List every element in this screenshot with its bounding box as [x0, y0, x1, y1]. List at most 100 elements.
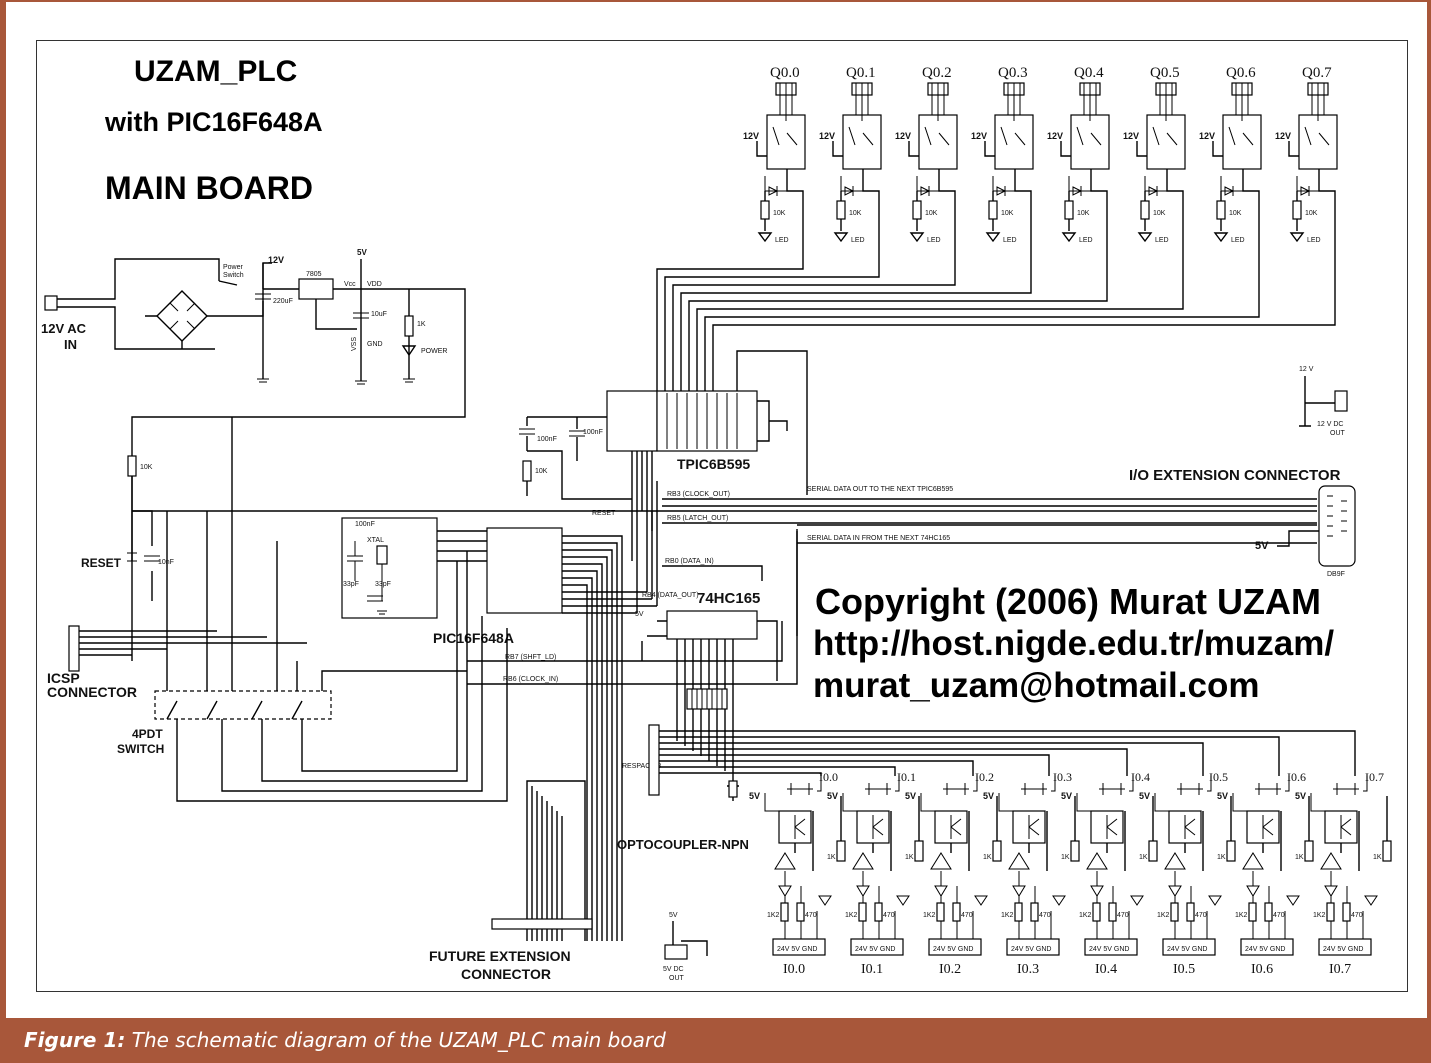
relay-12v-label: 12V [971, 131, 987, 141]
status-led [1286, 895, 1300, 906]
opto-5v-label: 5V [827, 791, 838, 801]
relay-resistor-label: 10K [1305, 210, 1318, 217]
input-zener [778, 871, 792, 897]
input-r1k2 [1014, 902, 1023, 922]
input-zener [934, 871, 948, 897]
input-top-label: I0.1 [897, 770, 916, 784]
input-terminal [1006, 938, 1060, 956]
cap33pf-2-label: 33pF [375, 581, 391, 588]
input-led-ind [774, 852, 796, 870]
input-pins-label: 24V 5V GND [1089, 946, 1129, 953]
out12-label: 12 V DC [1317, 421, 1343, 428]
hc165-chip [666, 610, 758, 640]
input-switch [920, 776, 978, 812]
relay-box [766, 114, 806, 170]
relay-drive-line [656, 261, 804, 391]
input-zener [1168, 871, 1182, 897]
icsp-connector [68, 625, 80, 672]
relay-box [1146, 114, 1186, 170]
input-terminal [1318, 938, 1372, 956]
input-r1k2 [1170, 902, 1179, 922]
pullup-label: 1K [983, 854, 992, 861]
r1k2-label: 1K2 [845, 912, 858, 919]
out5a-label: 5V DC [663, 966, 684, 973]
flyback-diode [1220, 176, 1243, 196]
relay-resistor [1216, 200, 1226, 220]
input-r470 [1186, 902, 1195, 922]
input-bottom-label: I0.7 [1329, 962, 1351, 977]
input-terminal [928, 938, 982, 956]
v12-label: 12V [268, 255, 284, 265]
power-led [401, 345, 417, 357]
r470-label: 470 [805, 912, 817, 919]
power-switch-label-2: Switch [223, 272, 244, 279]
relay-12v-label: 12V [1199, 131, 1215, 141]
pullup-resistor [914, 840, 924, 862]
pullup-resistor [992, 840, 1002, 862]
relay-12v-label: 12V [895, 131, 911, 141]
relay-led [1061, 232, 1077, 243]
status-led [896, 895, 910, 906]
opto-5v-label: 5V [1295, 791, 1306, 801]
r470-label: 470 [1117, 912, 1129, 919]
relay-led [909, 232, 925, 243]
input-r470 [796, 902, 805, 922]
relay-box [1222, 114, 1262, 170]
pullup-label: 1K [1139, 854, 1148, 861]
tpic6b595-group: TPIC6B595 100nF 100nF 10K [519, 390, 788, 561]
pullup-resistor [1070, 840, 1080, 862]
input-bottom-label: I0.5 [1173, 962, 1195, 977]
input-pins-label: 24V 5V GND [1323, 946, 1363, 953]
r470-label: 470 [1351, 912, 1363, 919]
input-terminal [1084, 938, 1138, 956]
bridge-rectifier [156, 290, 208, 342]
r1k2-label: 1K2 [1157, 912, 1170, 919]
input-bus-connector [648, 724, 660, 796]
relay-drive-line [664, 261, 880, 391]
output-label: Q0.6 [1226, 65, 1256, 81]
power-switch-label: Power [223, 264, 244, 271]
relay-drive-line [712, 261, 1336, 391]
input-led-ind [1242, 852, 1264, 870]
relay-12v-label: 12V [1275, 131, 1291, 141]
opto-5v-label: 5V [749, 791, 760, 801]
pic-label: PIC16F648A [433, 630, 514, 646]
r470-label: 470 [1039, 912, 1051, 919]
regulator-label: 7805 [306, 271, 322, 278]
hc165-group: 74HC165 5V RESPACK-8 OPTOCOUPLER-NPN [617, 590, 1356, 852]
r470-label: 470 [883, 912, 895, 919]
v5-out-label: 5V [669, 912, 678, 919]
input-bottom-label: I0.4 [1095, 962, 1117, 977]
input-pins-label: 24V 5V GND [1245, 946, 1285, 953]
relay-resistor-label: 10K [849, 210, 862, 217]
input-bottom-label: I0.1 [861, 962, 883, 977]
r1k2-label: 1K2 [1079, 912, 1092, 919]
input-switch [998, 776, 1056, 812]
flyback-diode [1144, 176, 1167, 196]
reset-icsp-group: 10K RESET 10nF ICSP CONNECTOR 4PDT SWITC… [47, 417, 508, 802]
relay-led-label: LED [1231, 237, 1245, 244]
input-r1k2 [858, 902, 867, 922]
relay-led [1137, 232, 1153, 243]
input-zener [1246, 871, 1260, 897]
relay-led-label: LED [1079, 237, 1093, 244]
opto-5v-label: 5V [983, 791, 994, 801]
input-led-ind [930, 852, 952, 870]
relay-drive-line [696, 261, 1184, 391]
relay-led [1213, 232, 1229, 243]
input-top-label: I0.6 [1287, 770, 1306, 784]
relay-led-label: LED [1155, 237, 1169, 244]
ac-in-label: 12V AC [41, 321, 87, 336]
future-connector [491, 918, 593, 930]
relay-led [1289, 232, 1305, 243]
input-bottom-label: I0.6 [1251, 962, 1273, 977]
input-r1k2 [1326, 902, 1335, 922]
input-zener [1324, 871, 1338, 897]
input-r1k2 [1092, 902, 1101, 922]
